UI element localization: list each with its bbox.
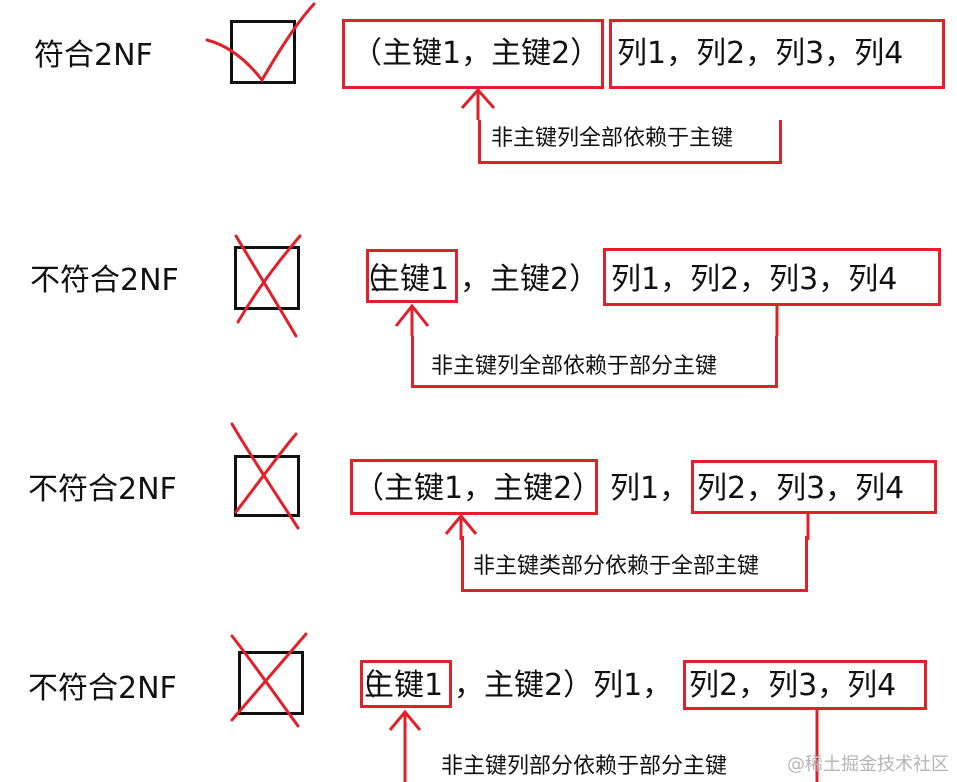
arrow-up-icon	[394, 303, 430, 336]
row2-verdict: 不符合2NF	[30, 263, 179, 298]
row4-key-rest: ，主键2）列1，	[454, 668, 673, 703]
row1-note-box	[478, 120, 782, 164]
row4-mark-box	[238, 651, 304, 715]
row1-verdict: 符合2NF	[34, 38, 153, 73]
row1-mark-box	[230, 20, 296, 84]
row3-key-highlight	[350, 459, 598, 515]
row3-cols-highlight	[691, 460, 937, 514]
row2-key-rest: ，主键2）	[460, 262, 600, 297]
row1-cols-highlight	[609, 19, 945, 89]
row1-note: 非主键列全部依赖于主键	[491, 126, 734, 151]
row3-mark-box	[234, 455, 300, 517]
row4-note: 非主键列部分依赖于部分主键	[441, 754, 728, 779]
row3-verdict: 不符合2NF	[28, 472, 177, 507]
row3-note-box	[461, 536, 808, 592]
row2-key-highlight	[366, 249, 458, 303]
row2-key-highlight-text: 主键1	[370, 262, 450, 297]
row4-key-highlight	[360, 660, 452, 708]
arrow-up-icon	[388, 709, 422, 782]
row4-cols-highlight	[683, 660, 927, 710]
row2-mark-box	[234, 246, 300, 310]
row1-key-highlight	[342, 19, 604, 89]
row3-note: 非主键类部分依赖于全部主键	[473, 554, 760, 579]
watermark: @稀土掘金技术社区	[787, 754, 949, 775]
row2-note-box	[411, 336, 778, 388]
row4-cols-text: 列2，列3，列4	[689, 668, 897, 703]
row2-cols-text: 列1，列2，列3，列4	[611, 262, 898, 297]
row2-key-open: （	[350, 262, 380, 297]
row2-cols-highlight	[603, 248, 941, 306]
row3-key-text: （主键1，主键2）	[354, 471, 603, 506]
row1-cols-text: 列1，列2，列3，列4	[617, 36, 904, 71]
row1-key-text: （主键1，主键2）	[352, 36, 601, 71]
row2-note: 非主键列全部依赖于部分主键	[431, 354, 718, 379]
row4-key-highlight-text: 主键1	[364, 668, 444, 703]
row4-verdict: 不符合2NF	[28, 671, 177, 706]
row3-cols-text: 列2，列3，列4	[697, 471, 905, 506]
row3-mid-col: 列1，	[610, 471, 690, 506]
arrow-up-icon	[460, 87, 496, 120]
